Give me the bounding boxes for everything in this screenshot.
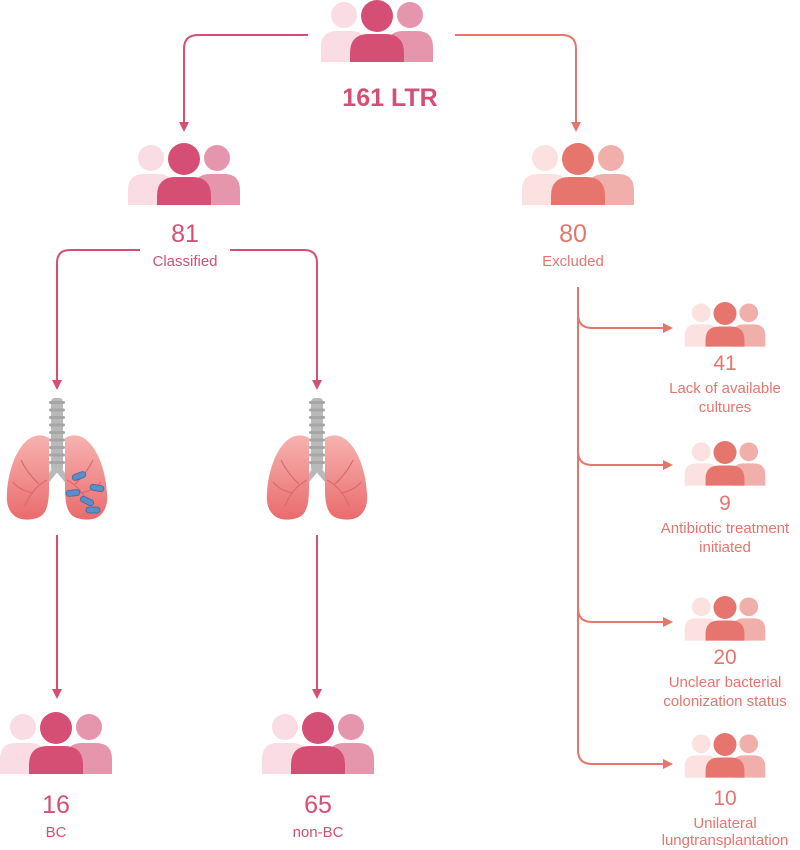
- classified-label: Classified: [152, 253, 218, 270]
- bacterium-icon: [89, 483, 105, 493]
- arrow-excluded-reason-1: [577, 313, 673, 333]
- bacterium-icon: [79, 495, 95, 507]
- reason-label-line2: cultures: [698, 399, 752, 416]
- reason-label-line2: initiated: [699, 539, 751, 556]
- bacterium-icon: [85, 506, 101, 514]
- people-group-icon: [684, 733, 766, 778]
- bc-count: 16: [42, 791, 70, 819]
- reason-label-line1: Unclear bacterial: [668, 674, 782, 691]
- people-group-icon: [128, 143, 240, 205]
- reason-count: 41: [713, 352, 737, 375]
- classified-count: 81: [171, 220, 199, 248]
- people-group-icon: [522, 143, 634, 205]
- people-group-icon: [684, 596, 766, 641]
- arrow-classified-to-bc: [52, 249, 140, 390]
- non-bc-count: 65: [304, 791, 332, 819]
- bc-label: BC: [45, 824, 67, 841]
- people-group-icon: [262, 712, 374, 774]
- arrow-root-to-excluded: [455, 34, 581, 132]
- arrow-excluded-reason-4: [577, 287, 673, 769]
- reason-label-line1: Antibiotic treatment: [660, 520, 790, 537]
- reason-label-line1: Unilateral: [693, 815, 757, 832]
- people-group-icon: [321, 0, 433, 62]
- bacterium-icon: [71, 471, 87, 481]
- reason-label-line1: Lack of available: [669, 380, 781, 397]
- arrow-classified-to-non-bc: [230, 249, 322, 390]
- excluded-label: Excluded: [542, 253, 604, 270]
- root-count: 161 LTR: [342, 84, 438, 112]
- icons: [0, 0, 766, 778]
- connectors: [52, 34, 673, 769]
- lungs-icon: [266, 398, 368, 520]
- reason-label-line2: lungtransplantation: [661, 832, 789, 849]
- bacterium-icon: [65, 489, 81, 497]
- arrow-excluded-reason-2: [577, 450, 673, 470]
- people-group-icon: [0, 712, 112, 774]
- arrow-root-to-classified: [179, 34, 308, 132]
- reason-count: 9: [719, 492, 731, 515]
- people-group-icon: [684, 302, 766, 347]
- non-bc-label: non-BC: [292, 824, 344, 841]
- reason-count: 10: [713, 787, 737, 810]
- people-group-icon: [684, 441, 766, 486]
- lungs-with-bacteria-icon: [6, 398, 108, 520]
- arrow-excluded-reason-3: [577, 607, 673, 627]
- excluded-count: 80: [559, 220, 587, 248]
- reason-label-line2: colonization status: [663, 693, 787, 710]
- reason-count: 20: [713, 646, 737, 669]
